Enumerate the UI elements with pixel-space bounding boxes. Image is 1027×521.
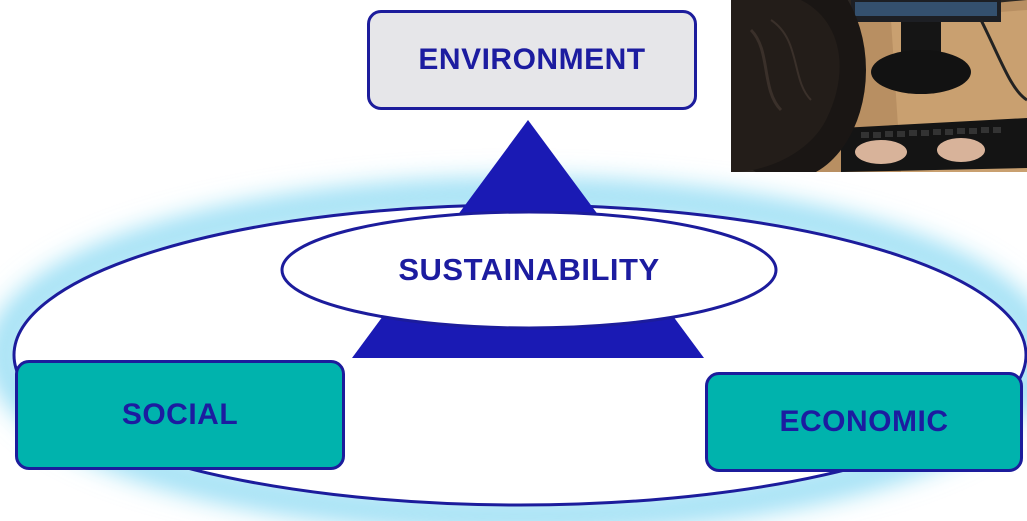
environment-box: ENVIRONMENT (367, 10, 697, 110)
environment-label: ENVIRONMENT (418, 43, 646, 76)
typing-photo (731, 0, 1027, 172)
typing-photo-illustration (731, 0, 1027, 172)
center-ellipse (280, 210, 778, 330)
social-box: SOCIAL (15, 360, 345, 470)
social-label: SOCIAL (121, 398, 239, 431)
economic-label: ECONOMIC (779, 405, 949, 438)
center-label: SUSTAINABILITY (398, 252, 660, 287)
economic-box: ECONOMIC (705, 372, 1023, 472)
